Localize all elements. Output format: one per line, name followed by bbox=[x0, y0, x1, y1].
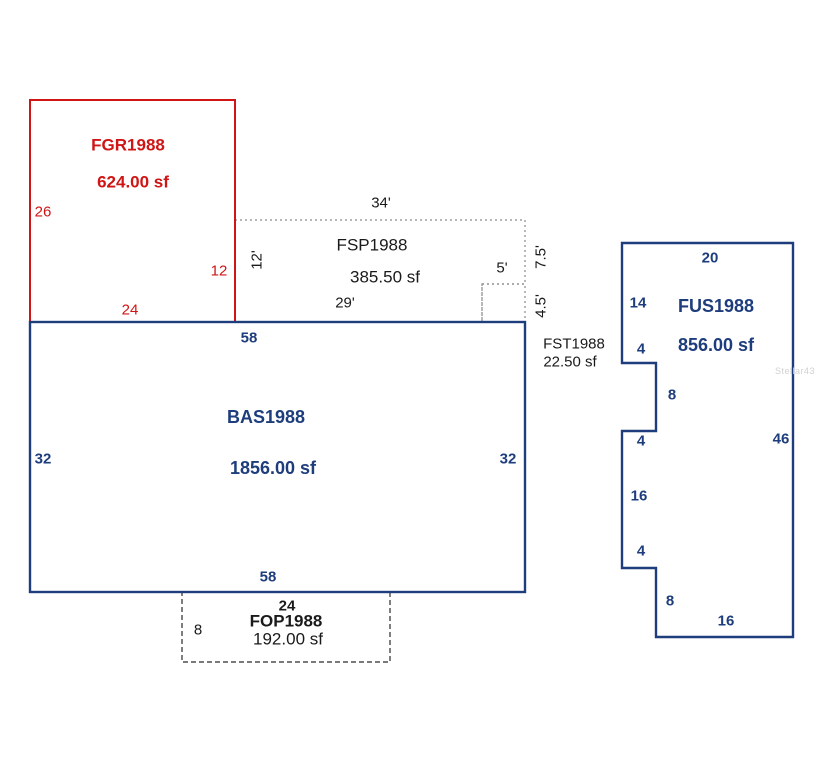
fst-outline bbox=[481, 283, 526, 323]
fop-area: 192.00 sf bbox=[253, 629, 323, 649]
fsp-dim-bottom: 29' bbox=[335, 294, 355, 312]
fop-dim-left: 8 bbox=[193, 621, 203, 639]
fus-dim-top: 20 bbox=[701, 249, 719, 267]
fop-dim-top: 24 bbox=[278, 597, 296, 615]
fus-dim-notch1-side: 8 bbox=[667, 386, 677, 404]
fus-dim-left-mid: 16 bbox=[630, 487, 648, 505]
fus-dim-notch1-top: 4 bbox=[636, 340, 646, 358]
fst-name: FST1988 bbox=[543, 335, 605, 353]
fsp-dim-top: 34' bbox=[371, 194, 391, 212]
fus-outline bbox=[620, 241, 795, 639]
fsp-dim-left: 12' bbox=[248, 250, 266, 270]
fgr-dim-right: 12 bbox=[210, 262, 228, 280]
bas-name: BAS1988 bbox=[226, 407, 306, 427]
fus-dim-notch2-side: 8 bbox=[665, 592, 675, 610]
watermark-text: Stellar43 bbox=[774, 366, 816, 376]
bas-dim-top: 58 bbox=[240, 329, 258, 347]
bas-dim-bottom: 58 bbox=[259, 568, 277, 586]
fsp-dim-notch: 5' bbox=[496, 259, 508, 277]
bas-dim-right: 32 bbox=[499, 450, 517, 468]
fus-dim-notch1-bottom: 4 bbox=[636, 432, 646, 450]
fus-dim-notch2-top: 4 bbox=[636, 542, 646, 560]
fgr-area: 624.00 sf bbox=[97, 172, 169, 192]
fus-area: 856.00 sf bbox=[677, 335, 755, 355]
fgr-dim-left: 26 bbox=[34, 203, 52, 221]
fus-dim-right: 46 bbox=[772, 430, 790, 448]
fus-name: FUS1988 bbox=[677, 296, 755, 316]
fus-dim-bottom: 16 bbox=[717, 612, 735, 630]
bas-area: 1856.00 sf bbox=[229, 458, 317, 478]
fgr-name: FGR1988 bbox=[91, 135, 165, 155]
fus-dim-left-upper: 14 bbox=[629, 294, 647, 312]
bas-dim-left: 32 bbox=[34, 450, 52, 468]
fgr-dim-bottom: 24 bbox=[121, 301, 139, 319]
bas-outline bbox=[28, 320, 527, 594]
fsp-dim-right-upper: 7.5' bbox=[532, 245, 550, 269]
fsp-area: 385.50 sf bbox=[350, 267, 420, 287]
fst-area: 22.50 sf bbox=[543, 353, 597, 371]
fsp-name: FSP1988 bbox=[336, 235, 408, 255]
fsp-dim-right-lower: 4.5' bbox=[532, 294, 550, 318]
fgr-outline bbox=[29, 99, 236, 323]
fop-name: FOP1988 bbox=[249, 611, 323, 631]
